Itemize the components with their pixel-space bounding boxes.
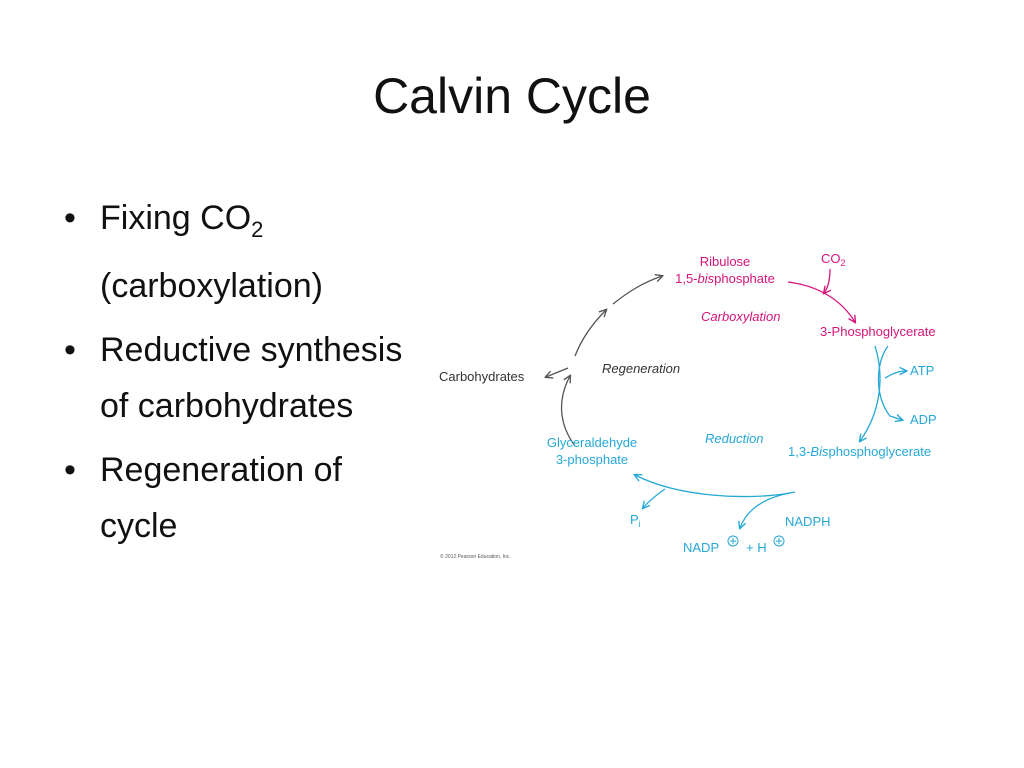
bullet-text-cont: (carboxylation) (100, 266, 323, 305)
positive-charge-icon (773, 535, 785, 547)
bullet-item: Regeneration of cycle (58, 442, 418, 554)
nadph-arc (740, 491, 796, 528)
co2-label: CO2 (821, 251, 846, 268)
positive-charge-icon (727, 535, 739, 547)
bullet-subscript: 2 (251, 216, 264, 242)
phosphoglycerate-label: 3-Phosphoglycerate (820, 324, 936, 339)
reduction-arc-bottom (635, 475, 791, 498)
bullet-list: Fixing CO2 (carboxylation) Reductive syn… (58, 190, 418, 562)
regeneration-label: Regeneration (602, 361, 680, 376)
nadp-label: NADP (683, 540, 719, 555)
glyceraldehyde-label-line2: 3-phosphate (556, 452, 628, 467)
adp-label: ADP (910, 412, 937, 427)
atp-arrow (884, 371, 906, 379)
regeneration-arc-lower (560, 376, 576, 447)
regeneration-arc-middle (574, 310, 606, 357)
atp-label: ATP (910, 363, 934, 378)
co2-arrow (824, 268, 830, 293)
bisphosphoglycerate-label: 1,3-Bisphosphoglycerate (788, 444, 931, 459)
pi-label: Pi (630, 512, 641, 529)
bullet-item: Fixing CO2 (carboxylation) (58, 190, 418, 314)
copyright-label: © 2012 Pearson Education, Inc. (440, 553, 511, 560)
pi-arrow (643, 488, 666, 508)
atp-adp-arc (877, 345, 902, 420)
reduction-arc-upper (860, 345, 881, 441)
regeneration-arc-upper (612, 276, 662, 305)
calvin-cycle-diagram: Ribulose 1,5-bisphosphate CO2 Carboxylat… (439, 251, 937, 560)
bullet-text: Fixing CO (100, 199, 252, 237)
slide-title: Calvin Cycle (373, 68, 651, 124)
nadph-label: NADPH (785, 514, 831, 529)
ribulose-label-line2: 1,5-bisphosphate (675, 271, 775, 286)
bullet-item: Reductive synthesis of carbohydrates (58, 322, 418, 434)
carbohydrates-arrow (546, 367, 569, 377)
plus-h-label: + H (746, 540, 767, 555)
carboxylation-arc (787, 281, 855, 322)
ribulose-label-line1: Ribulose (700, 254, 751, 269)
reduction-label: Reduction (705, 431, 764, 446)
bullet-text: Reductive synthesis of carbohydrates (100, 330, 403, 425)
carboxylation-label: Carboxylation (701, 309, 781, 324)
bullet-text: Regeneration of cycle (100, 450, 342, 545)
glyceraldehyde-label-line1: Glyceraldehyde (547, 435, 637, 450)
carbohydrates-label: Carbohydrates (439, 369, 525, 384)
